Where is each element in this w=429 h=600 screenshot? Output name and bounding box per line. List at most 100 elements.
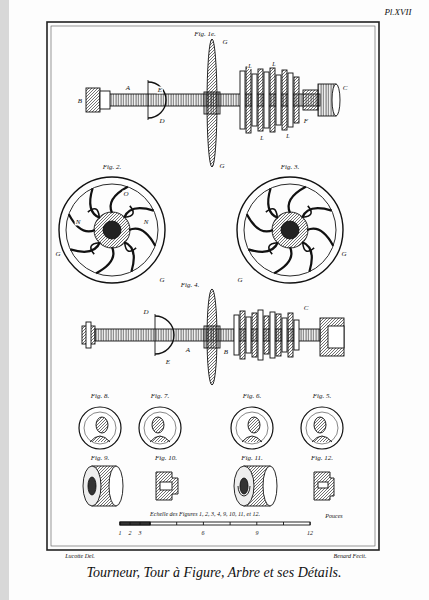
figure-number: Fig. 3. xyxy=(280,164,300,171)
engraving-stroke xyxy=(79,407,121,449)
engraving-stroke xyxy=(281,221,299,239)
engraving-stroke xyxy=(96,247,113,273)
engraving-stroke xyxy=(294,320,299,350)
part-letter: L xyxy=(247,63,252,69)
part-letter: A xyxy=(125,85,131,92)
engraving-stroke xyxy=(266,209,277,217)
part-letter: D xyxy=(142,309,149,316)
engraving-stroke xyxy=(276,314,281,356)
engraving-stroke xyxy=(310,522,311,525)
engraving-stroke xyxy=(66,184,158,276)
engraving-stroke xyxy=(69,214,95,231)
engraving-stroke xyxy=(144,412,176,444)
engraving-stroke xyxy=(125,243,136,251)
scale-number: 3 xyxy=(138,530,143,536)
engraving-stroke xyxy=(125,206,133,217)
part-letter: G xyxy=(54,251,61,258)
engraving-stroke xyxy=(237,177,343,283)
engraving-stroke xyxy=(236,412,268,444)
engraving-stroke xyxy=(84,412,116,444)
engraving-stroke xyxy=(252,313,257,357)
part-letter: L xyxy=(271,61,276,67)
part-letter: F xyxy=(303,118,309,125)
figure-number: Fig. 1e. xyxy=(193,31,217,38)
figure-number: Fig. 9. xyxy=(90,455,110,462)
scale-unit: Pouces xyxy=(324,513,343,519)
engraving-stroke xyxy=(203,522,204,525)
scale-number: 6 xyxy=(201,530,206,536)
engraving-stroke xyxy=(248,417,260,433)
engraving-stroke xyxy=(130,522,131,525)
part-letter: G xyxy=(158,277,165,284)
engraving-stroke xyxy=(150,522,151,525)
figure-number: Fig. 8. xyxy=(90,393,110,400)
part-letter: B xyxy=(223,349,229,356)
scale-number: 2 xyxy=(128,530,133,536)
part-letter: N xyxy=(75,219,82,226)
engraving-stroke xyxy=(283,522,284,525)
engraving-stroke xyxy=(152,417,164,433)
engraving-stroke xyxy=(258,69,263,131)
engraving-stroke xyxy=(140,522,141,525)
part-letter: G xyxy=(218,163,225,170)
engraving-stroke xyxy=(230,522,231,525)
engraving-stroke xyxy=(103,221,121,239)
part-letter: G xyxy=(236,277,243,284)
engraving-stroke xyxy=(252,74,257,126)
engraving-stroke xyxy=(258,310,263,360)
engraving-stroke xyxy=(270,68,275,132)
engraving-stroke xyxy=(282,318,287,352)
part-letter: C xyxy=(303,305,310,312)
scale-title: Echelle des Figures 1, 2, 3, 4, 9, 10, 1… xyxy=(149,511,261,517)
engraving-stroke xyxy=(303,206,311,217)
engraving-stroke xyxy=(129,229,155,246)
engraving-stroke xyxy=(312,436,332,442)
engraving-stroke xyxy=(91,243,99,254)
engraving-stroke xyxy=(294,77,299,123)
scale-number: 1 xyxy=(118,530,123,536)
figure-number: Fig. 2. xyxy=(102,164,122,171)
engraving-stroke xyxy=(150,436,170,442)
engraving-stroke xyxy=(246,67,251,133)
figure-number: Fig. 11. xyxy=(240,455,263,462)
engraving-stroke xyxy=(264,316,269,354)
engraving-stroke xyxy=(246,317,251,353)
engraving-stroke xyxy=(88,209,99,217)
engraving-stroke xyxy=(120,522,121,525)
engraving-stroke xyxy=(231,407,273,449)
figure-number: Fig. 10. xyxy=(154,455,178,462)
engraving-stroke xyxy=(96,417,108,433)
part-letter: L xyxy=(259,135,264,141)
engraving-stroke xyxy=(282,70,287,130)
part-letter: B xyxy=(77,98,83,105)
engraving-stroke xyxy=(288,73,293,127)
engraving-stroke xyxy=(150,522,151,525)
engraver-credit: Lucotte Del. xyxy=(64,553,96,559)
engraving-stroke xyxy=(269,243,277,254)
engraving-stroke xyxy=(59,177,165,283)
engraving-stroke xyxy=(94,212,130,248)
engraving-stroke xyxy=(307,229,333,246)
engraving-stroke xyxy=(276,75,281,125)
figure-number: Fig. 4. xyxy=(180,282,200,289)
part-letter: E xyxy=(157,87,163,94)
part-letter: E xyxy=(165,359,171,366)
scale-number: 12 xyxy=(306,530,314,536)
engraving-stroke xyxy=(176,522,177,525)
figure-number: Fig. 7. xyxy=(150,393,170,400)
part-letter: G xyxy=(340,251,347,258)
engraving-stroke xyxy=(272,212,308,248)
engraving-stroke xyxy=(244,184,336,276)
engraving-stroke xyxy=(139,407,181,449)
engraving-stroke xyxy=(289,187,306,213)
engraving-stroke xyxy=(234,315,239,355)
scale-number: 9 xyxy=(255,530,260,536)
engraving-stroke xyxy=(242,436,262,442)
engraving-stroke xyxy=(256,522,257,525)
engraving-stroke xyxy=(314,417,326,433)
engraving-stroke xyxy=(301,407,343,449)
engraving-stroke xyxy=(90,436,110,442)
engraving-stroke xyxy=(264,72,269,128)
engraving-stroke xyxy=(240,71,245,129)
